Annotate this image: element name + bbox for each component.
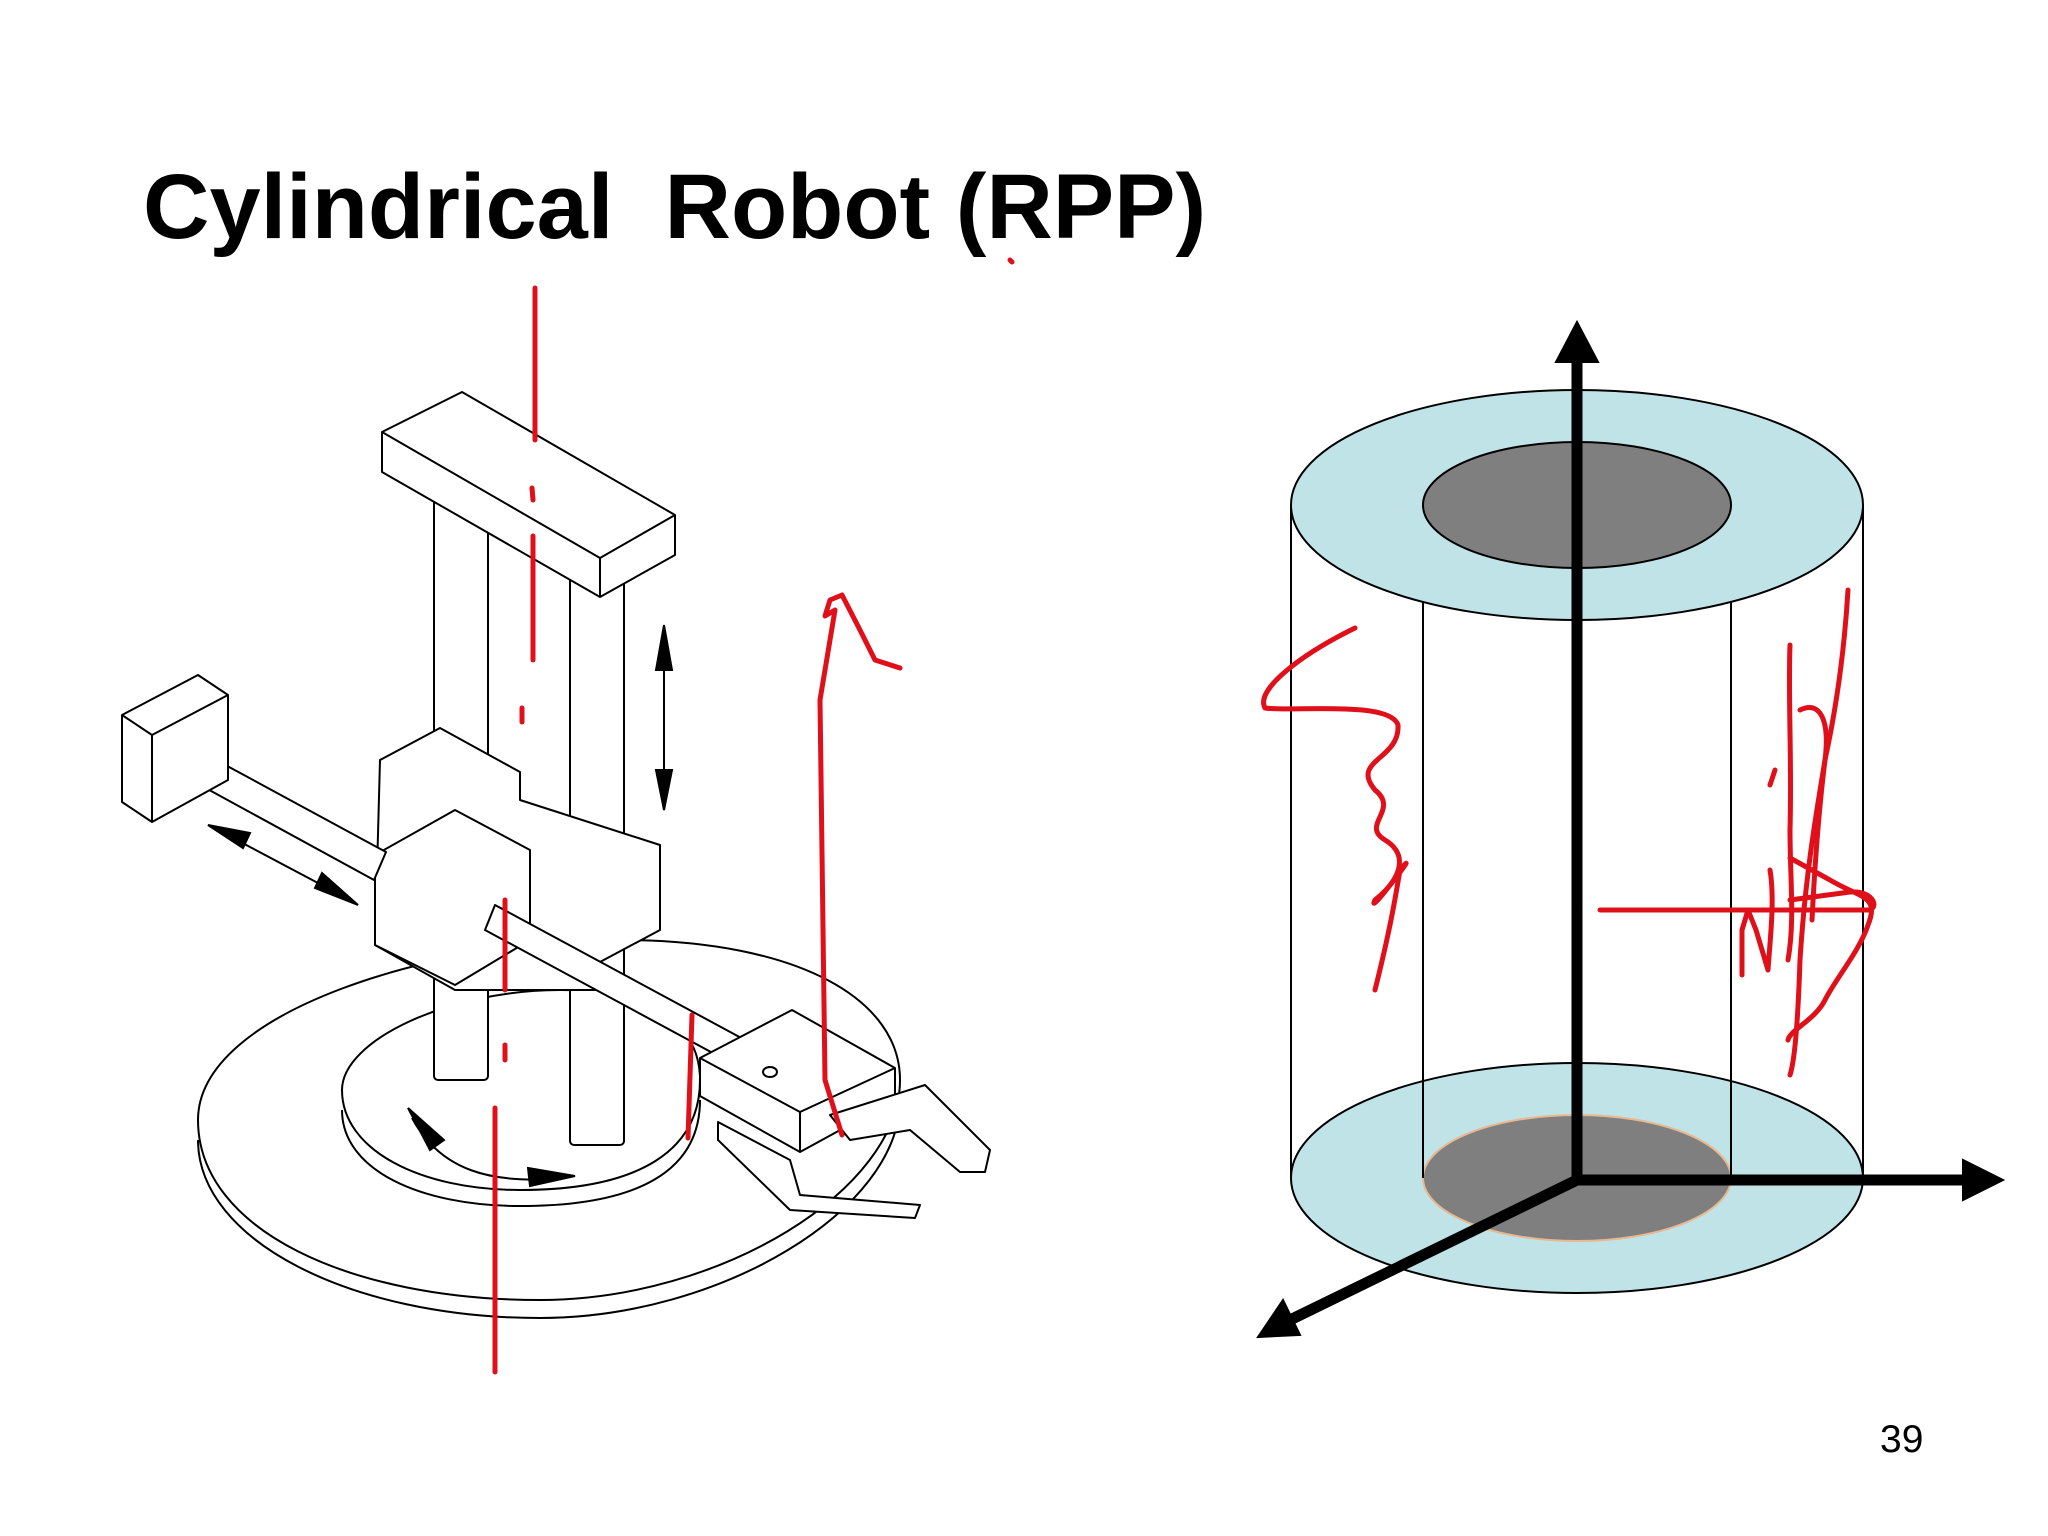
annotation-scribble-right xyxy=(1597,855,1877,1043)
z-axis-arrowhead xyxy=(1554,319,1600,363)
y-axis xyxy=(1287,1175,1580,1325)
top-beam xyxy=(381,391,676,598)
annotation-arm-line xyxy=(685,1012,695,1141)
page-number: 39 xyxy=(1880,1418,1924,1461)
annotation-arrow-up xyxy=(817,592,903,1138)
y-axis-arrowhead xyxy=(1256,1298,1302,1339)
gripper-lower xyxy=(717,1121,921,1219)
back-arm-end xyxy=(121,674,229,823)
slide-title: Cylindrical Robot (RPP) xyxy=(143,156,1207,258)
x-axis-arrowhead xyxy=(1962,1158,2006,1202)
annotation-squiggle-left xyxy=(1261,625,1409,993)
gripper-upper xyxy=(829,1084,991,1173)
base-inner-disc-rim xyxy=(341,1099,701,1207)
